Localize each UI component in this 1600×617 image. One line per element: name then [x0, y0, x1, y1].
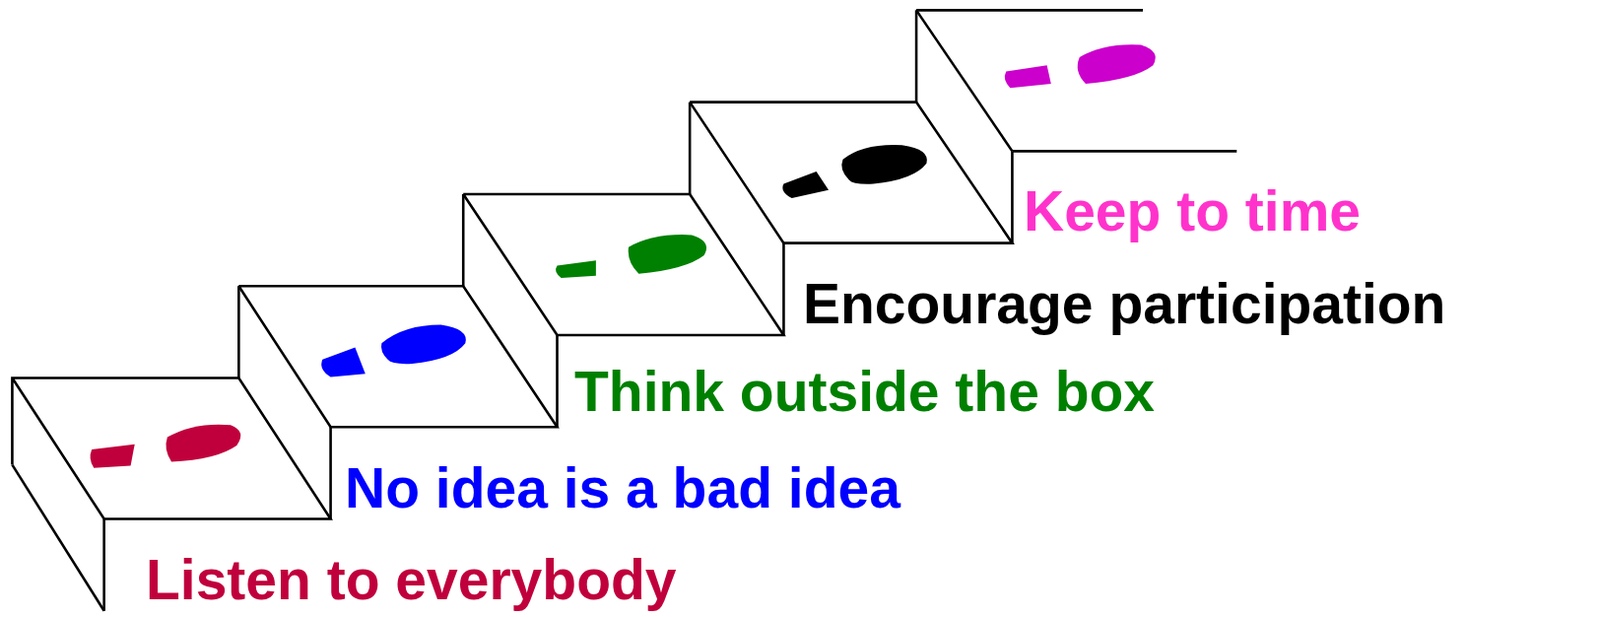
footprint [321, 325, 467, 378]
footprint [555, 234, 707, 278]
footprint [782, 144, 928, 199]
step-label: No idea is a bad idea [344, 460, 901, 517]
footprint [90, 424, 242, 468]
step-label: Think outside the box [574, 363, 1155, 420]
footprint [1004, 44, 1156, 88]
step-label: Listen to everybody [145, 551, 676, 608]
step-label: Keep to time [1023, 183, 1361, 240]
step-label: Encourage participation [802, 275, 1446, 333]
